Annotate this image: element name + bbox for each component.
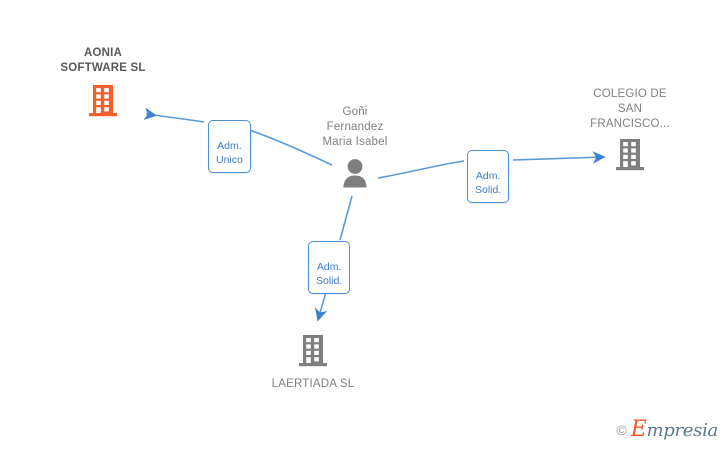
edge-label-adm-unico-aonia[interactable]: Adm. Unico [208,120,251,173]
edge-label-text: Adm. Solid. [475,170,502,196]
edge-arrow-person-to-colegio [512,151,606,164]
node-person[interactable]: Goñi Fernandez Maria Isabel [295,105,415,188]
node-label-colegio: COLEGIO DE SAN FRANCISCO... [590,88,670,130]
edge-line-person-to-colegio [377,160,465,179]
building-icon [89,85,117,117]
node-company-laertiada[interactable]: LAERTIADA SL [253,334,373,392]
copyright-icon: © [616,421,627,438]
brand-initial: E [630,417,647,442]
building-icon [616,139,644,171]
watermark-empresia: © Empresia [616,417,718,442]
edge-label-adm-solid-laertiada[interactable]: Adm. Solid. [308,241,351,294]
node-label-person: Goñi Fernandez Maria Isabel [322,106,388,148]
node-company-colegio[interactable]: COLEGIO DE SAN FRANCISCO... [570,87,690,172]
edge-label-adm-solid-colegio[interactable]: Adm. Solid. [467,150,510,203]
node-label-aonia: AONIA SOFTWARE SL [60,47,146,74]
building-icon [299,335,327,367]
brand-rest: mpresia [646,420,719,441]
node-label-laertiada: LAERTIADA SL [271,378,355,390]
edge-label-text: Adm. Unico [216,140,243,166]
edge-label-text: Adm. Solid. [316,261,343,287]
edge-arrow-person-to-aonia [143,107,205,123]
edge-line-person-to-laertiada [339,195,353,241]
person-icon [343,159,367,188]
node-company-aonia[interactable]: AONIA SOFTWARE SL [43,46,163,118]
brand-name: Empresia [630,417,719,442]
